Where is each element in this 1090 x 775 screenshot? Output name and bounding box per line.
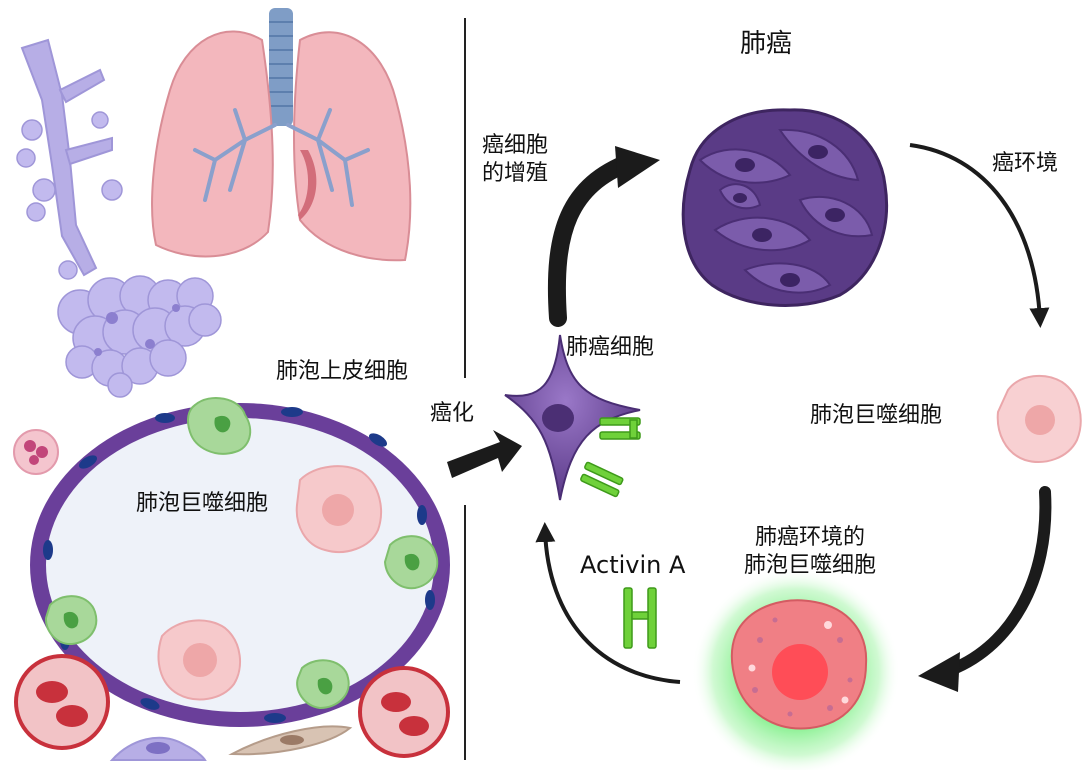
- cancer-mass-icon: [681, 108, 889, 307]
- bronchiole-icon: [16, 38, 222, 398]
- canceration-arrow: [447, 430, 522, 478]
- activin-arrow: [535, 522, 681, 684]
- label-activin: Activin A: [580, 551, 686, 579]
- polarization-arrowhead: [918, 652, 960, 692]
- label-lung-cancer: 肺癌: [740, 29, 793, 59]
- activin-icon: [623, 587, 657, 649]
- label-tumor-macrophage-line1: 肺癌环境的: [754, 525, 865, 550]
- polarization-arrow: [939, 486, 1052, 678]
- label-tumor-macrophage-line2: 肺泡巨噬细胞: [743, 553, 876, 578]
- activin-icon: [580, 417, 641, 498]
- proliferation-arrowhead: [615, 146, 660, 188]
- label-proliferation-line2: 的增殖: [482, 161, 549, 186]
- label-canceration: 癌化: [430, 401, 475, 426]
- red-blood-cell-icon: [14, 654, 450, 758]
- proliferation-arrow: [547, 153, 639, 327]
- macrophage-icon: [157, 465, 382, 701]
- label-lung-cancer-cell: 肺癌细胞: [566, 335, 655, 360]
- label-macrophage-right: 肺泡巨噬细胞: [810, 403, 943, 428]
- lung-icon: [151, 8, 412, 262]
- cancer-cell-icon: [504, 334, 641, 501]
- neutrophil-icon: [13, 429, 59, 475]
- nucleus-icon: [146, 742, 170, 754]
- macrophage-icon: [730, 599, 868, 730]
- macrophage-icon: [996, 374, 1082, 463]
- environment-arrow: [909, 143, 1050, 328]
- label-proliferation-line1: 癌细胞: [482, 133, 549, 158]
- label-cancer-environment: 癌环境: [992, 151, 1059, 176]
- nucleus-icon: [280, 735, 304, 745]
- label-macrophage-left: 肺泡巨噬细胞: [136, 491, 269, 516]
- label-alveolar-epithelial: 肺泡上皮细胞: [276, 359, 409, 384]
